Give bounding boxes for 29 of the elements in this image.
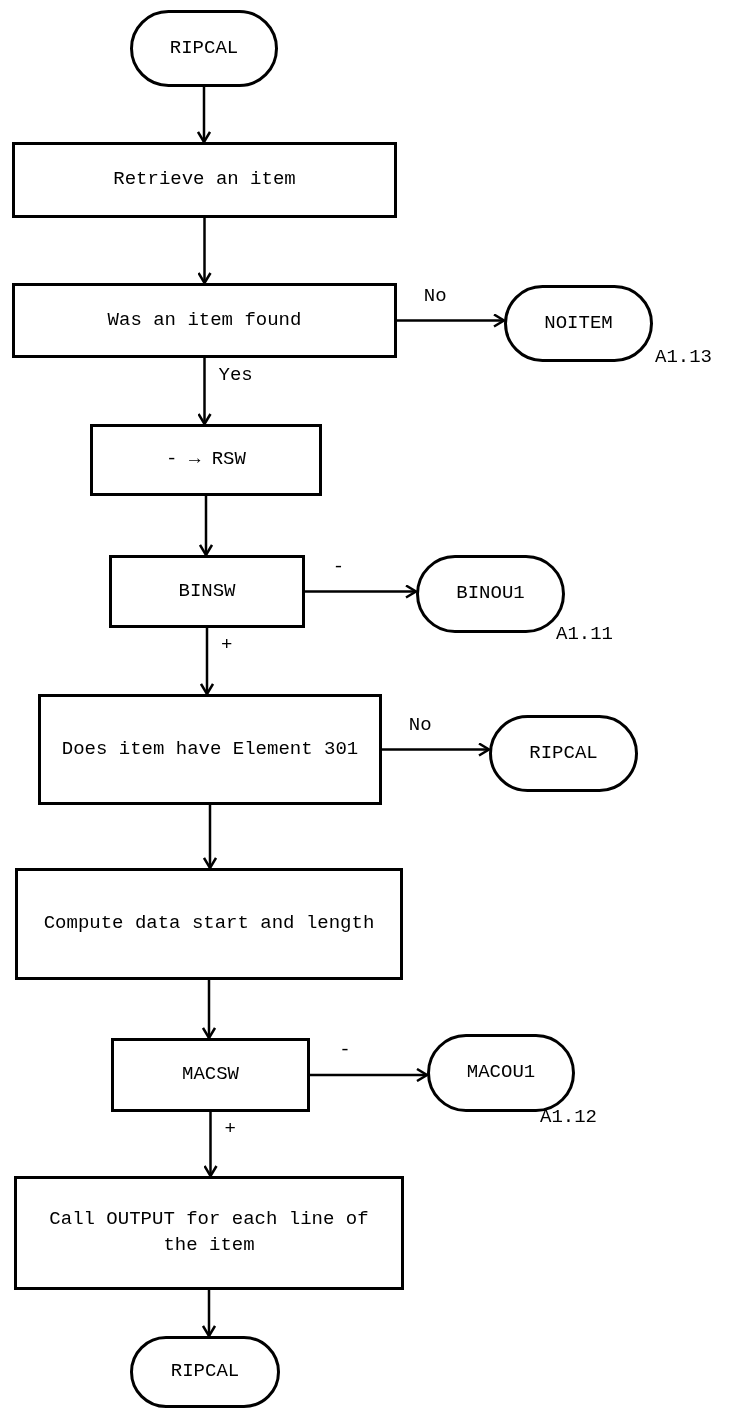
arrow	[197, 218, 212, 285]
process-box: Does item have Element 301	[38, 694, 382, 805]
edge-label: +	[221, 636, 233, 655]
arrow	[198, 496, 214, 557]
process-box: Compute data start and length	[15, 868, 403, 980]
arrow	[305, 584, 418, 599]
edge-label: No	[423, 286, 447, 306]
arrow	[197, 358, 212, 426]
edge-label: No	[408, 715, 432, 735]
arrow	[202, 805, 218, 870]
arrow	[203, 1112, 218, 1178]
edge-label: Yes	[218, 366, 253, 385]
process-box: Retrieve an item	[12, 142, 397, 218]
arrow	[201, 1290, 217, 1338]
edge-label: +	[224, 1120, 236, 1139]
edge-label: -	[339, 1041, 351, 1060]
process-box: MACSW	[111, 1038, 310, 1112]
reference-label: A1.13	[655, 348, 712, 367]
process-box: Was an item found	[12, 283, 397, 358]
arrow	[382, 742, 491, 757]
arrow	[201, 980, 217, 1040]
process-box: - → RSW	[90, 424, 322, 496]
process-box: BINSW	[109, 555, 305, 628]
arrow	[196, 87, 212, 144]
edge-label: -	[332, 557, 345, 577]
arrow	[199, 628, 215, 696]
process-box: Call OUTPUT for each line of the item	[14, 1176, 404, 1290]
arrow	[397, 313, 506, 328]
arrow	[310, 1067, 429, 1083]
